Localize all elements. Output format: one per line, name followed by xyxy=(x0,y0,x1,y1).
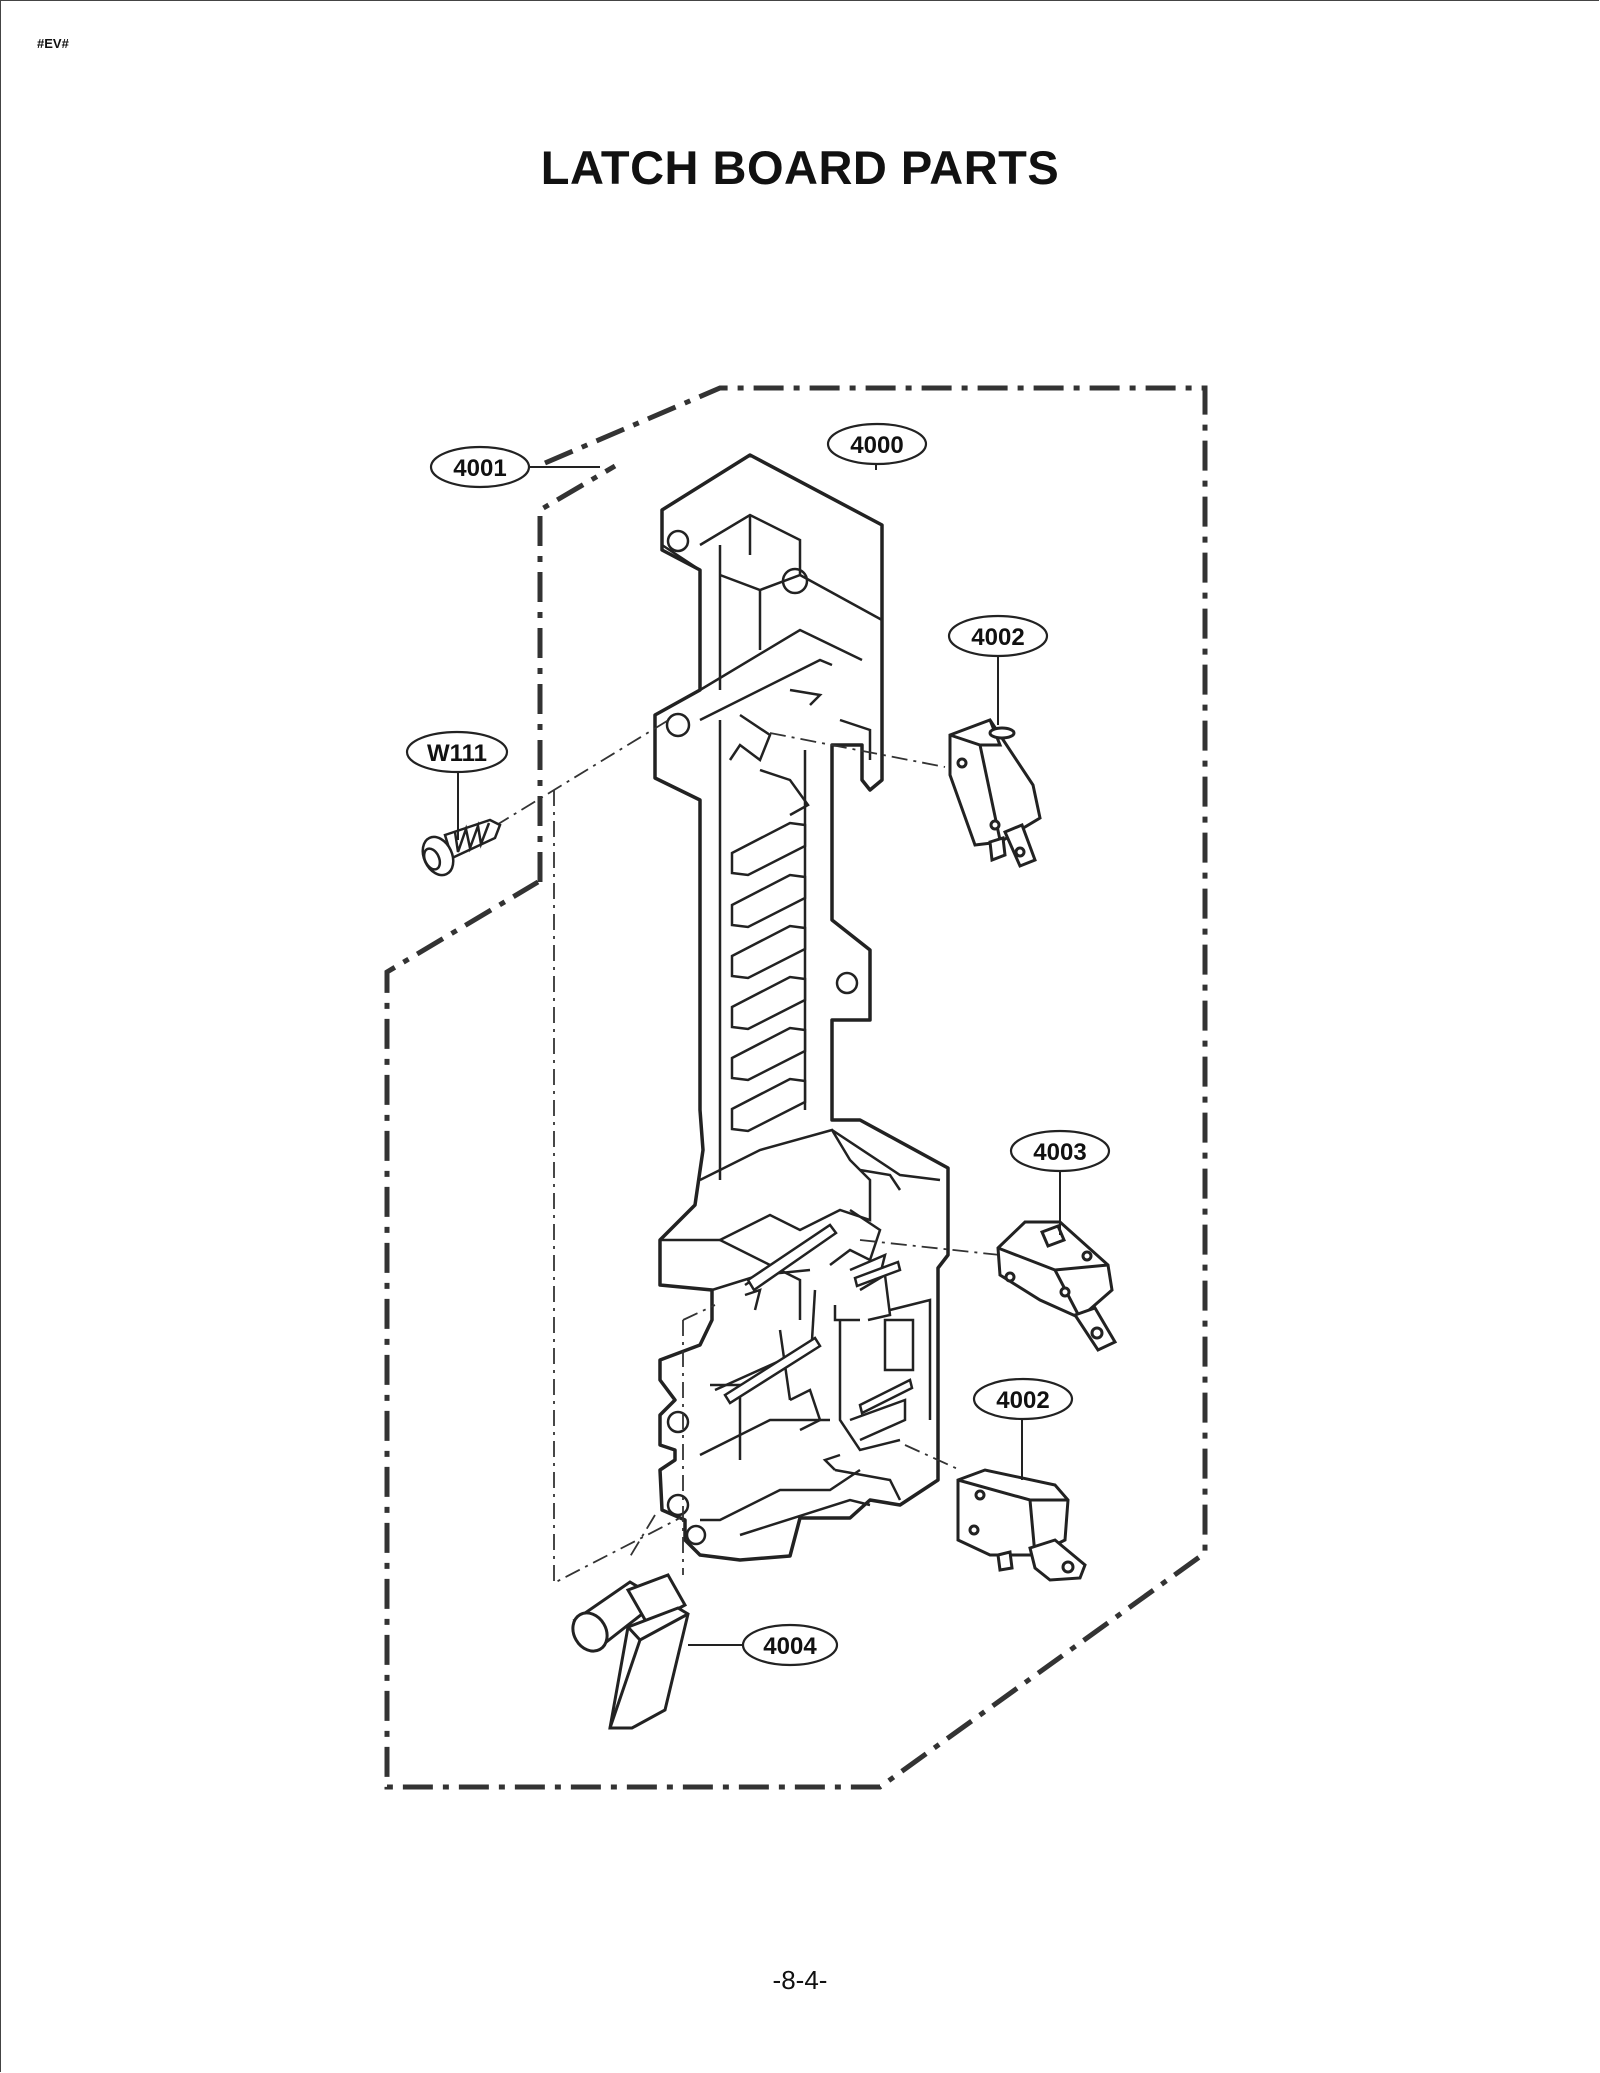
page-number: -8-4- xyxy=(772,1965,828,1995)
switch-4002-upper xyxy=(948,718,1042,868)
latch-board-rods xyxy=(723,1223,914,1415)
callout-4000-label: 4000 xyxy=(850,432,903,459)
callout-4004-label: 4004 xyxy=(763,1633,817,1660)
callout-4002-upper-label: 4002 xyxy=(971,624,1024,651)
latch-board-ribs xyxy=(730,821,807,1133)
leader-lines xyxy=(494,717,1001,1585)
callout-w111-label: W111 xyxy=(427,740,487,767)
document-code: #EV# xyxy=(37,36,69,51)
lever-4004 xyxy=(571,1573,690,1730)
assembly-boundary-left-upper xyxy=(537,463,617,882)
callout-4002-lower-ellipse xyxy=(972,1377,1074,1421)
callout-ellipses xyxy=(405,422,1111,1667)
switch-4002-lower xyxy=(956,1468,1087,1582)
callout-4003-label: 4003 xyxy=(1033,1139,1086,1166)
callout-4001-label: 4001 xyxy=(453,455,506,482)
callout-4002-upper-ellipse xyxy=(947,614,1049,658)
callout-4002-lower-label: 4002 xyxy=(996,1387,1049,1414)
switch-4003 xyxy=(996,1220,1118,1352)
callout-4004-ellipse xyxy=(741,1623,839,1667)
callout-w111-ellipse xyxy=(405,730,509,774)
assembly-boundary xyxy=(384,385,1208,1790)
callout-4003-ellipse xyxy=(1009,1129,1111,1173)
screw-w111 xyxy=(421,818,502,877)
callout-4001-ellipse xyxy=(429,445,531,489)
latch-board-details xyxy=(660,510,941,1556)
callout-4000-ellipse xyxy=(826,422,928,466)
page-title: LATCH BOARD PARTS xyxy=(540,141,1060,194)
callout-leaders xyxy=(457,455,1061,1646)
